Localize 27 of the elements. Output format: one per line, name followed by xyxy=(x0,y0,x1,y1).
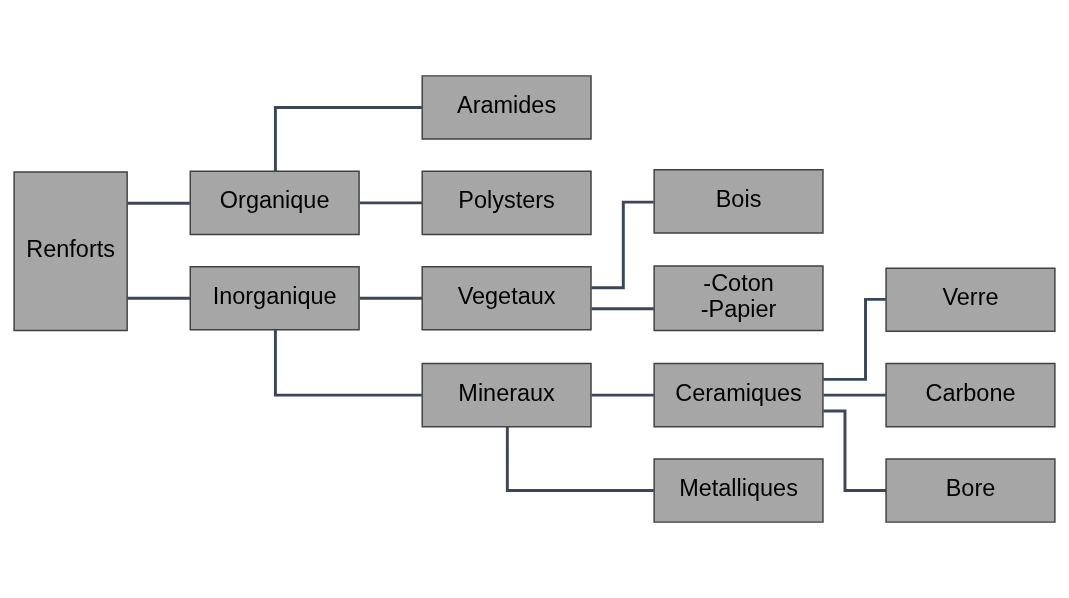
node-box: Ceramiques xyxy=(653,362,824,428)
node-box: Organique xyxy=(189,170,360,236)
node-box: Carbone xyxy=(885,362,1056,428)
connector xyxy=(273,105,422,172)
connector xyxy=(823,409,887,493)
node-box: Renforts xyxy=(13,171,128,332)
connector xyxy=(591,307,654,311)
node-box: Verre xyxy=(885,267,1056,333)
node-box: Bore xyxy=(885,458,1056,523)
connector xyxy=(359,201,422,205)
node-box: Metalliques xyxy=(653,458,824,523)
node-box: Bois xyxy=(653,169,824,234)
node-box: Vegetaux xyxy=(421,265,592,331)
connector xyxy=(127,201,190,205)
connector xyxy=(127,296,190,300)
connector xyxy=(591,393,654,397)
connector xyxy=(505,426,654,493)
node-box: Aramides xyxy=(421,75,592,140)
connector xyxy=(823,297,886,381)
connector xyxy=(591,200,654,290)
connector xyxy=(273,330,422,397)
connector xyxy=(823,393,886,397)
node-box: Mineraux xyxy=(421,362,592,428)
connector xyxy=(359,296,422,300)
node-box: -Coton -Papier xyxy=(653,265,824,332)
node-box: Inorganique xyxy=(189,265,360,331)
node-box: Polysters xyxy=(421,170,592,236)
